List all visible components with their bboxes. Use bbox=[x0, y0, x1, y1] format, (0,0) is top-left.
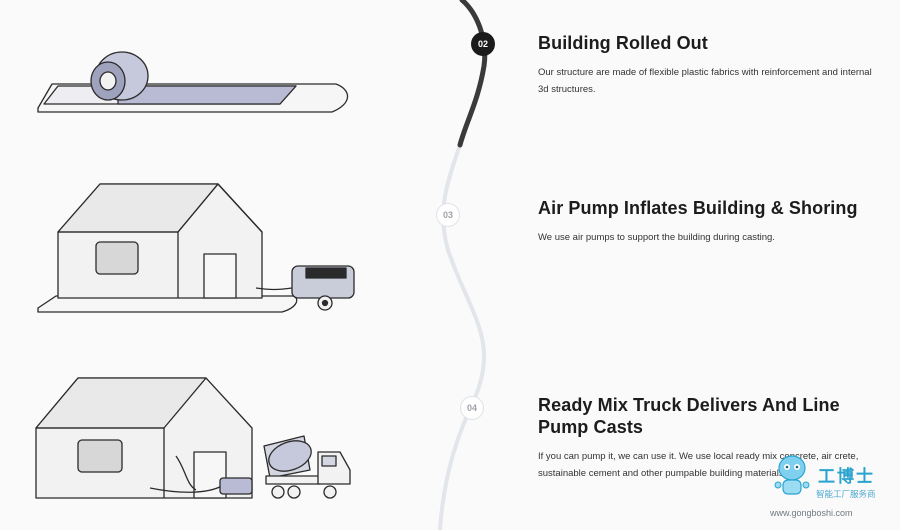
step-description: If you can pump it, we can use it. We us… bbox=[538, 451, 859, 479]
step-description: Our structure are made of flexible plast… bbox=[538, 67, 872, 95]
watermark-tagline: 智能工厂服务商 bbox=[816, 489, 876, 499]
step-02: Building Rolled Out Our structure are ma… bbox=[538, 32, 878, 98]
inflated-building-illustration bbox=[37, 183, 355, 313]
step-title: Air Pump Inflates Building & Shoring bbox=[538, 198, 858, 218]
step-04: Ready Mix Truck Delivers And Line Pump C… bbox=[538, 394, 868, 482]
step-badge-03: 03 bbox=[436, 203, 460, 227]
step-badge-04: 04 bbox=[460, 396, 484, 420]
step-03: Air Pump Inflates Building & Shoring We … bbox=[538, 197, 878, 246]
step-badge-02: 02 bbox=[471, 32, 495, 56]
illustrations bbox=[35, 51, 355, 499]
watermark: 工博士 智能工厂服务商 www.gongboshi.com bbox=[760, 448, 900, 530]
concrete-casting-illustration bbox=[35, 377, 351, 499]
step-title: Ready Mix Truck Delivers And Line Pump C… bbox=[538, 395, 840, 437]
watermark-brand: 工博士 bbox=[818, 467, 875, 487]
rolled-building-illustration bbox=[37, 51, 349, 113]
step-title: Building Rolled Out bbox=[538, 33, 708, 53]
timeline-line-active bbox=[457, 0, 488, 148]
watermark-url: www.gongboshi.com bbox=[770, 508, 853, 518]
step-description: We use air pumps to support the building… bbox=[538, 232, 775, 243]
robot-mascot-icon bbox=[774, 455, 810, 495]
